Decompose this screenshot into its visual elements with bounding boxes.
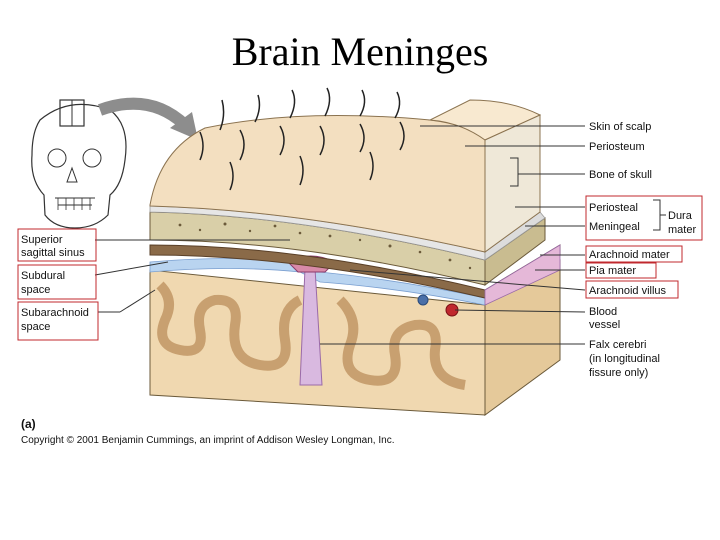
skull-bone-layer — [149, 205, 546, 286]
label-subdural-line2: space — [21, 284, 50, 296]
label-subdural-line1: Subdural — [21, 270, 65, 282]
label-superior-line1: Superior — [21, 234, 63, 246]
label-bone-of-skull: Bone of skull — [589, 169, 652, 181]
label-arachnoid-villus: Arachnoid villus — [589, 285, 667, 297]
label-dura-line2: mater — [668, 224, 696, 236]
label-falx-line3: fissure only) — [589, 367, 648, 379]
label-meningeal: Meningeal — [589, 221, 640, 233]
label-skin-of-scalp: Skin of scalp — [589, 121, 651, 133]
label-arachnoid-mater: Arachnoid mater — [589, 249, 670, 261]
pointer-arrow-icon — [97, 97, 198, 140]
highlight-boxes — [17, 195, 703, 341]
right-leader-lines — [320, 125, 666, 345]
label-periosteum: Periosteum — [589, 141, 645, 153]
label-subarachnoid-line1: Subarachnoid — [21, 307, 89, 319]
label-falx-line2: (in longitudinal — [589, 353, 660, 365]
label-superior-line2: sagittal sinus — [21, 247, 85, 259]
label-falx-line1: Falx cerebri — [589, 339, 646, 351]
label-subarachnoid-line2: space — [21, 321, 50, 333]
scalp-layer — [149, 87, 542, 253]
figure-label: (a) — [21, 417, 36, 431]
label-periosteal: Periosteal — [589, 202, 638, 214]
copyright-text: Copyright © 2001 Benjamin Cummings, an i… — [21, 435, 394, 446]
left-leader-lines — [94, 239, 290, 313]
label-blood-vessel-line2: vessel — [589, 319, 620, 331]
skull-icon — [31, 99, 127, 229]
page-title: Brain Meninges — [231, 29, 489, 74]
brain-tissue-block — [149, 255, 561, 416]
label-blood-vessel-line1: Blood — [589, 306, 617, 318]
label-pia-mater: Pia mater — [589, 265, 636, 277]
label-dura-line1: Dura — [668, 210, 693, 222]
